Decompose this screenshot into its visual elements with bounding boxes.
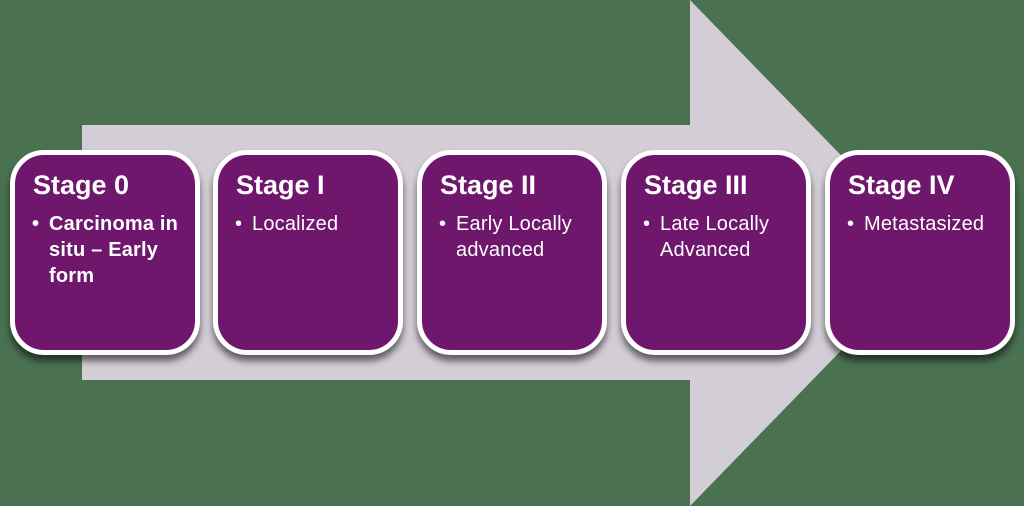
bullet-item: • Metastasized (847, 211, 998, 237)
stage-box: Stage IV • Metastasized (825, 150, 1015, 355)
stage-bullet-list: • Metastasized (847, 211, 998, 237)
bullet-item: • Carcinoma in situ – Early form (32, 211, 183, 289)
stage-box: Stage 0 • Carcinoma in situ – Early form (10, 150, 200, 355)
bullet-text: Carcinoma in situ – Early form (49, 213, 179, 287)
stage-title: Stage II (440, 170, 537, 200)
bullet-text: Localized (252, 213, 339, 235)
bullet-icon: • (32, 213, 40, 235)
bullet-text: Early Locally advanced (456, 213, 572, 261)
stage-bullet-list: • Early Locally advanced (439, 211, 590, 263)
stage-title: Stage III (644, 170, 748, 200)
stage-box: Stage I • Localized (213, 150, 403, 355)
stage-bullet-list: • Late Locally Advanced (643, 211, 794, 263)
stage-bullet-list: • Carcinoma in situ – Early form (32, 211, 183, 289)
bullet-icon: • (643, 213, 651, 235)
stage-box: Stage II • Early Locally advanced (417, 150, 607, 355)
stage-box: Stage III • Late Locally Advanced (621, 150, 811, 355)
bullet-item: • Late Locally Advanced (643, 211, 794, 263)
stage-title: Stage 0 (33, 170, 130, 200)
stage-title: Stage I (236, 170, 325, 200)
bullet-icon: • (235, 213, 243, 235)
bullet-text: Late Locally Advanced (660, 213, 770, 261)
bullet-icon: • (847, 213, 855, 235)
bullet-item: • Localized (235, 211, 386, 237)
stage-title: Stage IV (848, 170, 955, 200)
bullet-text: Metastasized (864, 213, 985, 235)
bullet-icon: • (439, 213, 447, 235)
stage-bullet-list: • Localized (235, 211, 386, 237)
bullet-item: • Early Locally advanced (439, 211, 590, 263)
